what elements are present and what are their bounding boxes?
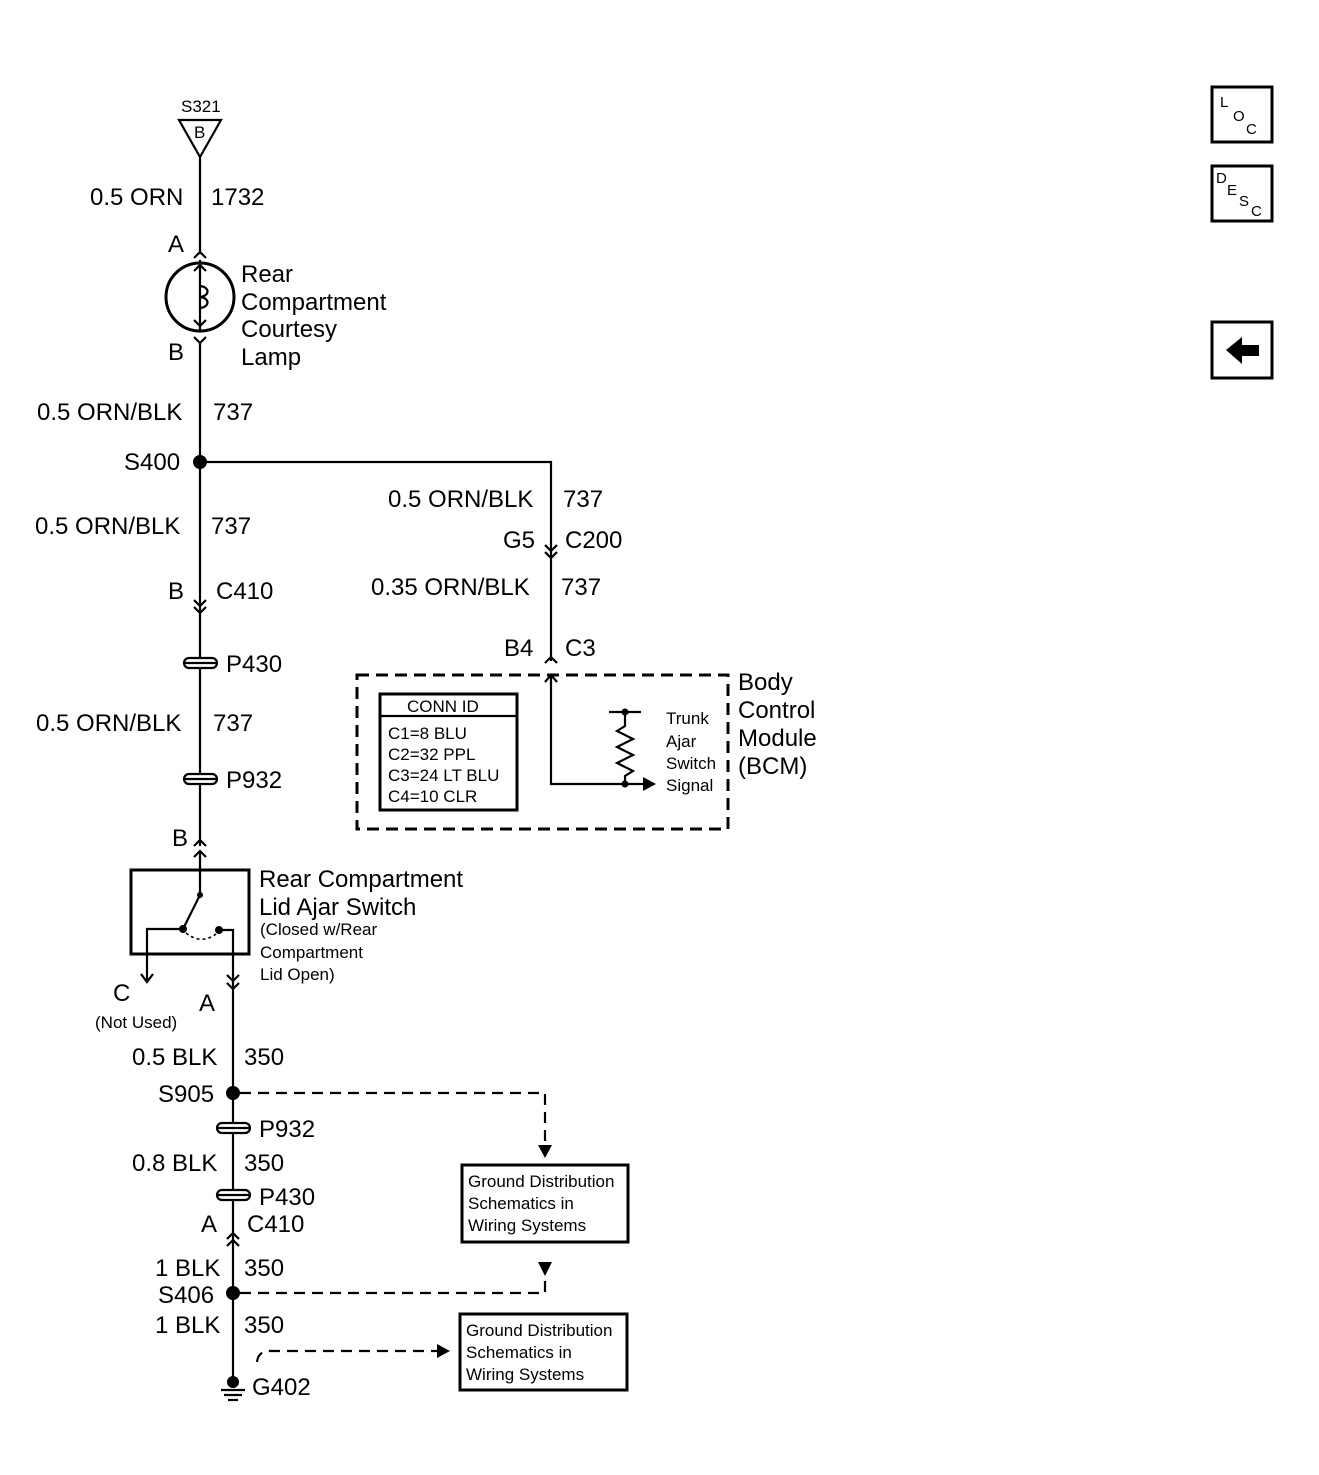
lamp-name-line-1: Rear — [241, 261, 293, 288]
bcm-name-line-2: Control — [738, 697, 815, 724]
gnd-wire-d-circuit: 350 — [244, 1312, 284, 1339]
desc-letter: S — [1239, 193, 1249, 210]
ground-distribution-link-1[interactable]: Ground Distribution Schematics in Wiring… — [460, 1163, 630, 1244]
gnd-c410-pin: A — [201, 1211, 217, 1238]
bcm-wire-b-size-color: 0.35 ORN/BLK — [371, 574, 530, 601]
gnd-wire-c-size-color: 1 BLK — [155, 1255, 220, 1282]
ground-path: 0.5 BLK 350 S905 P932 0.8 BLK 350 P430 A… — [132, 990, 552, 1402]
c410-top-id: C410 — [216, 578, 273, 605]
bcm-signal-line-3: Switch — [666, 754, 716, 773]
left-arrow-icon — [1226, 337, 1259, 364]
splice-s400-label: S400 — [124, 449, 180, 476]
bcm-signal-line-4: Signal — [666, 776, 713, 795]
splice-s321: S321 B — [177, 97, 223, 160]
wire-4-circuit: 737 — [213, 710, 253, 737]
gnd-wire-d-size-color: 1 BLK — [155, 1312, 220, 1339]
pass-through-p430: P430 — [182, 651, 282, 678]
ref-box-1-line: Ground Distribution — [468, 1172, 614, 1191]
loc-letter: L — [1220, 94, 1228, 111]
gnd-c410-id: C410 — [247, 1211, 304, 1238]
wire-4-size-color: 0.5 ORN/BLK — [36, 710, 181, 737]
splice-s321-letter: B — [194, 123, 205, 142]
c200-id: C200 — [565, 527, 622, 554]
c410-top-pin: B — [168, 578, 184, 605]
bcm-name-line-3: Module — [738, 725, 817, 752]
ref-box-2-line: Ground Distribution — [466, 1321, 612, 1340]
lamp-name-line-2: Compartment — [241, 289, 387, 316]
ground-g402-icon — [221, 1376, 245, 1402]
wire-1-circuit: 1732 — [211, 184, 264, 211]
switch-pin-a: A — [199, 990, 215, 1017]
splice-s905-label: S905 — [158, 1081, 214, 1108]
gnd-wire-b-circuit: 350 — [244, 1150, 284, 1177]
gnd-wire-a-size-color: 0.5 BLK — [132, 1044, 217, 1071]
switch-note-line-3: Lid Open) — [260, 965, 335, 984]
desc-letter: E — [1227, 182, 1237, 199]
back-button[interactable] — [1210, 320, 1274, 380]
bcm-branch-wire: 0.5 ORN/BLK 737 G5 C200 0.35 ORN/BLK 737… — [200, 460, 622, 664]
conn-id-row: C4=10 CLR — [388, 787, 477, 806]
ref-box-1-line: Wiring Systems — [468, 1216, 586, 1235]
gnd-wire-c-circuit: 350 — [244, 1255, 284, 1282]
ref-box-1-line: Schematics in — [468, 1194, 574, 1213]
bcm-c3-id: C3 — [565, 635, 596, 662]
connector-c410-top: B C410 — [168, 578, 273, 615]
ground-distribution-link-2[interactable]: Ground Distribution Schematics in Wiring… — [458, 1312, 629, 1392]
bcm-wire-b-circuit: 737 — [561, 574, 601, 601]
switch-name-line-2: Lid Ajar Switch — [259, 894, 416, 921]
p430-label: P430 — [226, 651, 282, 678]
conn-id-row: C2=32 PPL — [388, 745, 475, 764]
pass-through-p932: P932 — [182, 767, 282, 794]
bcm-signal-line-1: Trunk — [666, 709, 709, 728]
gnd-wire-b-size-color: 0.8 BLK — [132, 1150, 217, 1177]
loc-button[interactable]: L O C — [1210, 85, 1274, 144]
bcm-c3-pin: B4 — [504, 635, 533, 662]
lid-ajar-switch: Rear Compartment Lid Ajar Switch (Closed… — [95, 851, 463, 1032]
wire-1-size-color: 0.5 ORN — [90, 184, 183, 211]
switch-pin-b: B — [172, 825, 188, 852]
bcm-name-line-4: (BCM) — [738, 753, 807, 780]
desc-button[interactable]: D E S C — [1210, 164, 1274, 223]
bcm-signal-line-2: Ajar — [666, 732, 697, 751]
loc-letter: C — [1246, 121, 1257, 138]
conn-id-header: CONN ID — [407, 697, 479, 716]
conn-id-row: C3=24 LT BLU — [388, 766, 499, 785]
switch-note-line-2: Compartment — [260, 943, 363, 962]
splice-s905-dot — [226, 1086, 240, 1100]
ref-box-2-line: Schematics in — [466, 1343, 572, 1362]
wire-2-size-color: 0.5 ORN/BLK — [37, 399, 182, 426]
bcm-name-line-1: Body — [738, 669, 793, 696]
splice-s321-label: S321 — [181, 97, 221, 116]
lamp-pin-a: A — [168, 231, 184, 258]
wire-3-circuit: 737 — [211, 513, 251, 540]
conn-id-table: CONN ID C1=8 BLU C2=32 PPL C3=24 LT BLU … — [378, 692, 519, 812]
splice-s406-dot — [226, 1286, 240, 1300]
switch-pin-c-note: (Not Used) — [95, 1013, 177, 1032]
lamp-name-line-3: Courtesy — [241, 316, 337, 343]
bcm-wire-a-circuit: 737 — [563, 486, 603, 513]
wire-2-circuit: 737 — [213, 399, 253, 426]
switch-pin-c: C — [113, 980, 130, 1007]
c200-pin: G5 — [503, 527, 535, 554]
desc-letter: C — [1251, 203, 1262, 220]
body-control-module: Body Control Module (BCM) CONN ID C1=8 B… — [355, 669, 817, 831]
switch-name-line-1: Rear Compartment — [259, 866, 463, 893]
gnd-p430-label: P430 — [259, 1184, 315, 1211]
loc-letter: O — [1233, 108, 1245, 125]
courtesy-lamp: A B Rear Compartment Courtesy Lamp — [164, 231, 387, 371]
lamp-pin-b: B — [168, 339, 184, 366]
desc-letter: D — [1216, 170, 1227, 187]
gnd-wire-a-circuit: 350 — [244, 1044, 284, 1071]
bcm-wire-a-size-color: 0.5 ORN/BLK — [388, 486, 533, 513]
conn-id-row: C1=8 BLU — [388, 724, 467, 743]
gnd-p932-label: P932 — [259, 1116, 315, 1143]
p932-label: P932 — [226, 767, 282, 794]
ref-box-2-line: Wiring Systems — [466, 1365, 584, 1384]
splice-s406-label: S406 — [158, 1282, 214, 1309]
lamp-name-line-4: Lamp — [241, 344, 301, 371]
wire-3-size-color: 0.5 ORN/BLK — [35, 513, 180, 540]
switch-note-line-1: (Closed w/Rear — [260, 920, 377, 939]
ground-g402-label: G402 — [252, 1374, 311, 1401]
